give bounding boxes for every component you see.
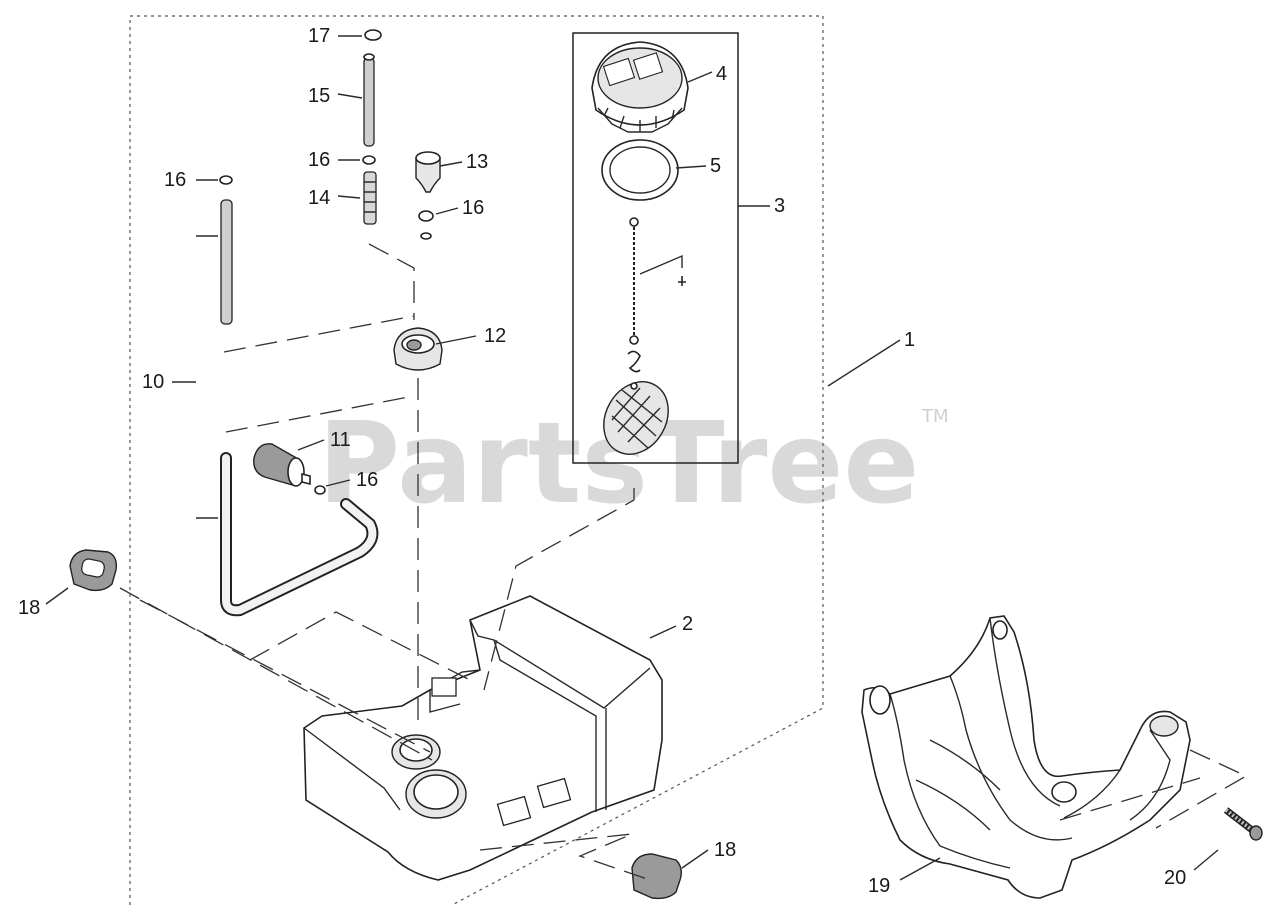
callout-2: 2 bbox=[682, 613, 693, 635]
callout-3: 3 bbox=[774, 195, 785, 217]
callout-17: 17 bbox=[308, 25, 330, 47]
callout-18-right: 18 bbox=[714, 839, 736, 861]
callout-4: 4 bbox=[716, 63, 727, 85]
fuel-cap[interactable] bbox=[591, 41, 689, 133]
callout-18-left: 18 bbox=[18, 597, 40, 619]
callout-1: 1 bbox=[904, 329, 915, 351]
leader-lines bbox=[45, 35, 1219, 881]
callout-5: 5 bbox=[710, 155, 721, 177]
fuel-hose-bent[interactable] bbox=[220, 452, 379, 617]
cushion-left[interactable] bbox=[69, 549, 118, 592]
callout-20: 20 bbox=[1164, 867, 1186, 889]
fuel-hose-left[interactable] bbox=[220, 199, 233, 325]
callout-16-upper: 16 bbox=[308, 149, 330, 171]
fuel-tank[interactable] bbox=[303, 595, 663, 881]
callout-11: 11 bbox=[330, 429, 351, 451]
o-ring-upper[interactable] bbox=[362, 155, 376, 165]
callout-19: 19 bbox=[868, 875, 890, 897]
bracket-bolt[interactable] bbox=[1223, 807, 1263, 841]
tank-grommet[interactable] bbox=[393, 327, 443, 371]
callout-14: 14 bbox=[308, 187, 330, 209]
check-valve[interactable] bbox=[363, 171, 377, 225]
callout-10: 10 bbox=[142, 371, 164, 393]
o-ring-left[interactable] bbox=[219, 175, 233, 185]
callout-16-left: 16 bbox=[164, 169, 186, 191]
callout-16-lower: 16 bbox=[356, 469, 378, 491]
breather-plug[interactable] bbox=[364, 29, 382, 41]
watermark-trademark: TM bbox=[921, 406, 949, 427]
o-ring-13[interactable] bbox=[418, 210, 434, 222]
o-ring-13b[interactable] bbox=[420, 232, 432, 240]
fuel-filter-small[interactable] bbox=[415, 151, 441, 193]
tank-bracket[interactable] bbox=[861, 615, 1191, 899]
callout-15: 15 bbox=[308, 85, 330, 107]
fuel-strainer[interactable] bbox=[591, 370, 681, 466]
cushion-right[interactable] bbox=[631, 853, 683, 900]
callout-12: 12 bbox=[484, 325, 506, 347]
cap-assembly-box bbox=[572, 32, 739, 464]
assembly-lines bbox=[119, 243, 1248, 881]
callout-16-right: 16 bbox=[462, 197, 484, 219]
fuel-filter-large[interactable] bbox=[253, 443, 311, 487]
assembly-boundary bbox=[129, 15, 824, 906]
callout-labels: 1 2 3 4 5 10 11 12 13 14 15 16 16 16 16 … bbox=[18, 25, 1186, 897]
cap-gasket[interactable] bbox=[601, 139, 679, 201]
fuel-hose-upper[interactable] bbox=[363, 53, 375, 147]
o-ring-11[interactable] bbox=[314, 485, 326, 495]
callout-13: 13 bbox=[466, 151, 488, 173]
retaining-chain[interactable] bbox=[627, 217, 686, 373]
